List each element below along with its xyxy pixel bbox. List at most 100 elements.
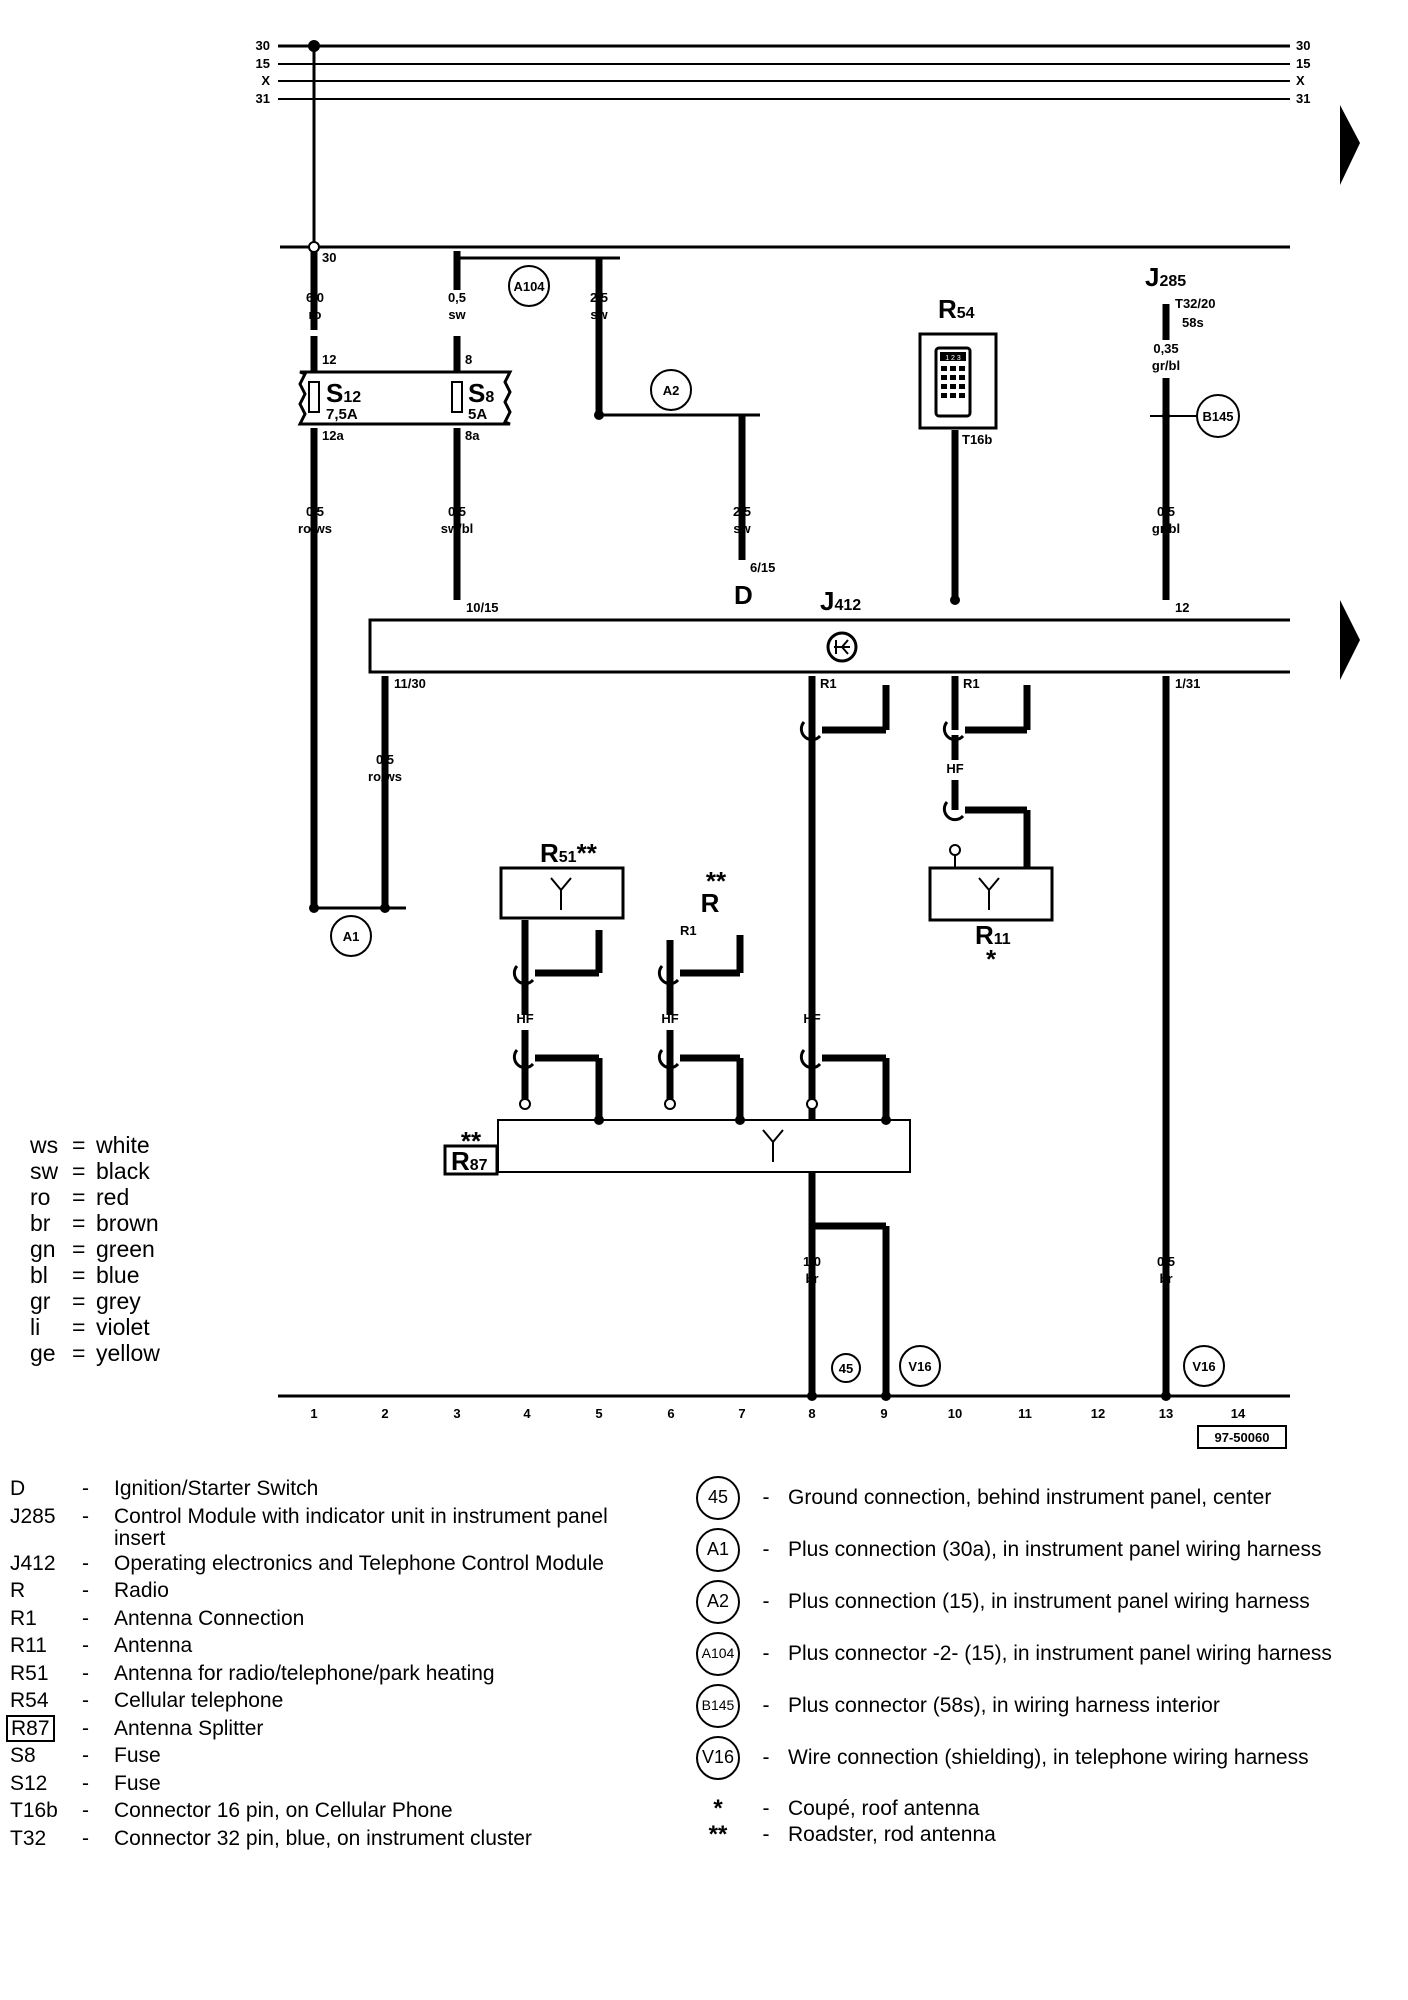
pin-10-15: 10/15: [466, 600, 499, 615]
connector-b145: B145: [1196, 394, 1240, 438]
hf-track10: HF: [946, 761, 963, 776]
svg-text:**: **: [461, 1126, 482, 1156]
svg-text:A2: A2: [663, 383, 680, 398]
r87-label: R87: [451, 1146, 488, 1176]
legend-item: T16b-Connector 16 pin, on Cellular Phone: [10, 1799, 453, 1822]
svg-text:6,0: 6,0: [306, 290, 324, 305]
svg-text:R: R: [701, 888, 720, 918]
wiring-diagram: 30 15 X 31 30 15 X 31 30 6,0 ro 12 12a 0…: [256, 38, 1360, 1449]
connector-a1: A1: [330, 915, 372, 957]
svg-text:0,5: 0,5: [376, 752, 394, 767]
antenna-splitter-r87: ** R87: [443, 1115, 911, 1176]
legend-item: S8-Fuse: [10, 1744, 161, 1767]
color-key-row: gr=grey: [30, 1288, 141, 1314]
legend-item: R51-Antenna for radio/telephone/park hea…: [10, 1661, 495, 1685]
pin-12a: 12a: [322, 428, 344, 443]
pin-t16b: T16b: [962, 432, 992, 447]
pin-12-j412: 12: [1175, 600, 1189, 615]
pin-8a: 8a: [465, 428, 480, 443]
shield-v16-a: V16: [899, 1345, 941, 1387]
connector-a104: A104: [508, 265, 550, 307]
track-10: 10: [948, 1406, 962, 1421]
legend-item: J412-Operating electronics and Telephone…: [10, 1551, 604, 1575]
rail-x-right: X: [1296, 73, 1305, 88]
pin-6-15: 6/15: [750, 560, 775, 575]
legend-note: **-Roadster, rod antenna: [708, 1821, 996, 1849]
pin-r1-track10: R1: [963, 676, 980, 691]
svg-text:sw: sw: [733, 521, 751, 536]
legend-item: J285-Control Module with indicator unit …: [10, 1504, 608, 1550]
fuse-block: S12 7,5A S8 5A: [297, 370, 513, 426]
color-key-row: ws=white: [30, 1132, 150, 1158]
svg-text:0,35: 0,35: [1153, 341, 1178, 356]
color-key-row: gn=green: [30, 1236, 155, 1262]
svg-text:V16: V16: [1192, 1359, 1215, 1374]
pin-58s: 58s: [1182, 315, 1204, 330]
legend-item: R1-Antenna Connection: [10, 1606, 305, 1630]
track-5: 5: [595, 1406, 602, 1421]
svg-text:1 2 3: 1 2 3: [945, 355, 961, 362]
track-9: 9: [880, 1406, 887, 1421]
track-7: 7: [738, 1406, 745, 1421]
legend-item: R54-Cellular telephone: [10, 1689, 284, 1712]
svg-text:97-50060: 97-50060: [1215, 1430, 1270, 1445]
svg-text:ro/ws: ro/ws: [368, 769, 402, 784]
fuse-s12: S12: [326, 378, 361, 408]
ground-45: 45: [831, 1353, 861, 1383]
continue-arrow-top: [1340, 105, 1360, 185]
legend-item: R87-Antenna Splitter: [6, 1714, 670, 1743]
r11-label: R11: [975, 920, 1011, 950]
svg-text:sw/bl: sw/bl: [441, 521, 474, 536]
r54-label: R54: [938, 294, 975, 324]
track-numbers: 1 2 3 4 5 6 7 8 9 10 11 12 13 14: [310, 1406, 1246, 1421]
pin-12: 12: [322, 352, 336, 367]
rail-30-right: 30: [1296, 38, 1310, 53]
pin-30: 30: [322, 250, 336, 265]
svg-text:A1: A1: [343, 929, 360, 944]
svg-text:br: br: [1160, 1271, 1173, 1286]
legend-item: A104-Plus connector -2- (15), in instrum…: [692, 1628, 1392, 1680]
svg-text:0,5: 0,5: [306, 504, 324, 519]
hf-track4: HF: [516, 1011, 533, 1026]
color-key-row: ge=yellow: [30, 1340, 160, 1366]
rail-15-left: 15: [256, 56, 270, 71]
r51-label: R51**: [540, 838, 598, 868]
svg-text:gr/bl: gr/bl: [1152, 521, 1180, 536]
connector-a2: A2: [650, 369, 692, 411]
svg-text:0,5: 0,5: [1157, 1254, 1175, 1269]
svg-text:5A: 5A: [468, 406, 487, 423]
svg-text:2,5: 2,5: [590, 290, 608, 305]
shield-v16-b: V16: [1183, 1345, 1225, 1387]
legend-item: V16-Wire connection (shielding), in tele…: [692, 1732, 1392, 1784]
svg-text:br: br: [806, 1271, 819, 1286]
svg-text:2,5: 2,5: [733, 504, 751, 519]
svg-text:7,5A: 7,5A: [326, 406, 358, 423]
hf-track8: HF: [803, 1011, 820, 1026]
document-number: 97-50060: [1197, 1425, 1287, 1449]
rail-30-left: 30: [256, 38, 270, 53]
legend-note: *-Coupé, roof antenna: [713, 1795, 980, 1823]
legend-item: A1-Plus connection (30a), in instrument …: [692, 1524, 1392, 1576]
cellular-telephone-r54: R54 1 2 3: [918, 294, 998, 430]
power-rails: 30 15 X 31 30 15 X 31: [256, 38, 1310, 253]
pin-r1-track8: R1: [820, 676, 837, 691]
track-8: 8: [808, 1406, 815, 1421]
legend-item: B145-Plus connector (58s), in wiring har…: [692, 1680, 1392, 1732]
rail-15-right: 15: [1296, 56, 1310, 71]
component-legend: D-Ignition/Starter Switch J285-Control M…: [6, 1475, 670, 1852]
svg-text:45: 45: [839, 1361, 853, 1376]
rail-31-right: 31: [1296, 91, 1310, 106]
j412-label: J412: [820, 586, 861, 616]
legend-item: R-Radio: [10, 1579, 169, 1602]
color-key-row: ro=red: [30, 1184, 130, 1210]
fuse-s8: S8: [468, 378, 494, 408]
pin-11-30: 11/30: [394, 676, 426, 691]
svg-text:**: **: [706, 866, 727, 896]
track-2: 2: [381, 1406, 388, 1421]
svg-text:sw: sw: [590, 307, 608, 322]
track-14: 14: [1231, 1406, 1246, 1421]
pin-1-31: 1/31: [1175, 676, 1200, 691]
svg-text:sw: sw: [448, 307, 466, 322]
svg-text:A104: A104: [513, 279, 545, 294]
svg-text:0,5: 0,5: [448, 290, 466, 305]
